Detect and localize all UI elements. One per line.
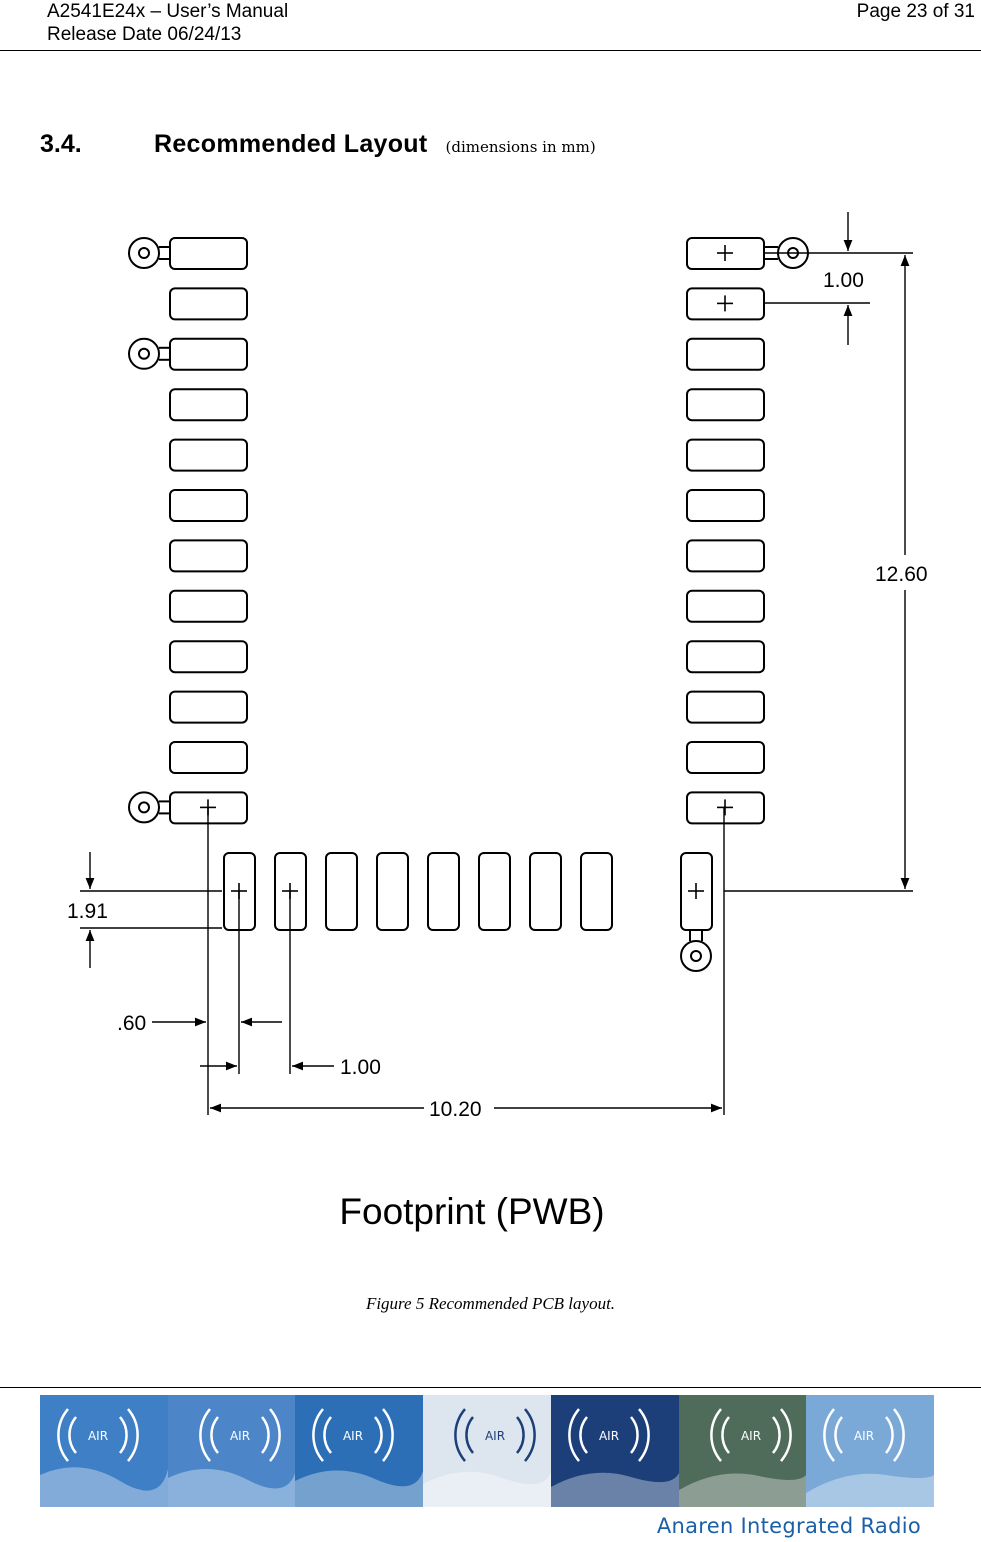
fiducial-ring <box>680 940 712 972</box>
dim-pad-length: 1.91 <box>67 900 108 923</box>
svg-text:AIR: AIR <box>230 1429 250 1443</box>
dimension-lines <box>80 212 913 1115</box>
air-logo-icon: AIR <box>423 1408 551 1507</box>
bottom-pad <box>325 852 358 931</box>
dim-horizontal-span: 10.20 <box>429 1098 482 1121</box>
dim-vertical-span: 12.60 <box>875 563 928 586</box>
drawing-title: Footprint (PWB) <box>339 1191 604 1232</box>
right-pad <box>686 489 765 522</box>
figure-caption: Figure 5 Recommended PCB layout. <box>365 1294 616 1313</box>
banner-photo-tile: AIR <box>167 1395 296 1507</box>
brand-name: Anaren Integrated Radio <box>656 1514 921 1538</box>
dim-pad-pitch: 1.00 <box>823 269 864 292</box>
banner-photo-tile: AIR <box>295 1395 424 1507</box>
right-pad <box>686 438 765 472</box>
air-logo-icon: AIR <box>678 1408 807 1507</box>
left-pad <box>169 337 248 371</box>
fiducial-hole <box>690 950 702 962</box>
bottom-pad <box>529 852 562 931</box>
fiducial-hole <box>138 347 150 360</box>
svg-text:AIR: AIR <box>854 1429 874 1443</box>
page-number: Page 23 of 31 <box>856 1 975 22</box>
air-logo-icon: AIR <box>167 1408 296 1507</box>
right-pad <box>686 589 765 623</box>
left-pad <box>169 438 248 472</box>
dim-pad-width: .60 <box>117 1012 146 1035</box>
right-pad <box>686 640 765 674</box>
svg-text:AIR: AIR <box>599 1429 619 1443</box>
bottom-pad <box>580 852 613 931</box>
bottom-pad <box>680 852 713 931</box>
left-pad <box>169 539 248 573</box>
air-logo-icon: AIR <box>550 1408 679 1507</box>
section-note: (dimensions in mm) <box>445 138 596 156</box>
manual-title: A2541E24x – User’s Manual <box>47 1 289 22</box>
svg-text:AIR: AIR <box>343 1429 363 1443</box>
right-pad <box>686 539 765 573</box>
right-pad <box>686 388 765 422</box>
banner-photo-tile: AIR <box>806 1395 935 1507</box>
svg-text:AIR: AIR <box>485 1429 505 1443</box>
air-logo-icon: AIR <box>40 1408 168 1507</box>
footer-divider <box>0 1387 981 1388</box>
air-logo-icon: AIR <box>295 1408 424 1507</box>
left-pad <box>169 741 248 774</box>
fiducial-hole <box>138 247 150 259</box>
bottom-pad <box>427 852 460 931</box>
pad-group <box>128 237 809 972</box>
air-logo-icon: AIR <box>806 1408 935 1507</box>
banner-photo-tile: AIR <box>678 1395 807 1507</box>
banner-photo-tile: AIR <box>550 1395 679 1507</box>
fiducial-ring <box>128 337 160 370</box>
fiducial-ring <box>128 791 160 824</box>
svg-text:AIR: AIR <box>741 1429 761 1443</box>
left-pad <box>169 589 248 623</box>
footprint-drawing: 1.00 12.60 1.91 .60 1.00 10.20 Footprint… <box>67 212 928 1232</box>
header-divider <box>0 50 981 51</box>
dim-pad-pitch-bottom: 1.00 <box>340 1056 381 1079</box>
left-pad <box>169 287 248 321</box>
section-title: Recommended Layout <box>154 130 428 158</box>
right-pad <box>686 741 765 774</box>
footer-banner: AIR AIR AIR AIR AIR AIR AIR <box>40 1395 935 1507</box>
left-pad <box>169 237 248 270</box>
bottom-pad <box>376 852 409 931</box>
svg-text:AIR: AIR <box>88 1429 108 1443</box>
right-pad <box>686 287 765 321</box>
fiducial-ring <box>128 237 160 269</box>
right-pad <box>686 690 765 724</box>
right-pad <box>686 791 765 825</box>
section-number: 3.4. <box>40 130 82 158</box>
right-pad <box>686 337 765 371</box>
left-pad <box>169 640 248 674</box>
fiducial-hole <box>138 801 150 814</box>
banner-photo-tile: AIR <box>40 1395 168 1507</box>
release-date: Release Date 06/24/13 <box>47 24 242 45</box>
section-heading: 3.4. Recommended Layout (dimensions in mm) <box>40 130 596 159</box>
left-pad <box>169 489 248 522</box>
bottom-pad <box>478 852 511 931</box>
banner-photo-tile: AIR <box>423 1395 551 1507</box>
page-header-left: A2541E24x – User’s Manual Release Date 0… <box>47 0 288 46</box>
left-pad <box>169 690 248 724</box>
left-pad <box>169 388 248 422</box>
pad-markers <box>200 245 733 899</box>
